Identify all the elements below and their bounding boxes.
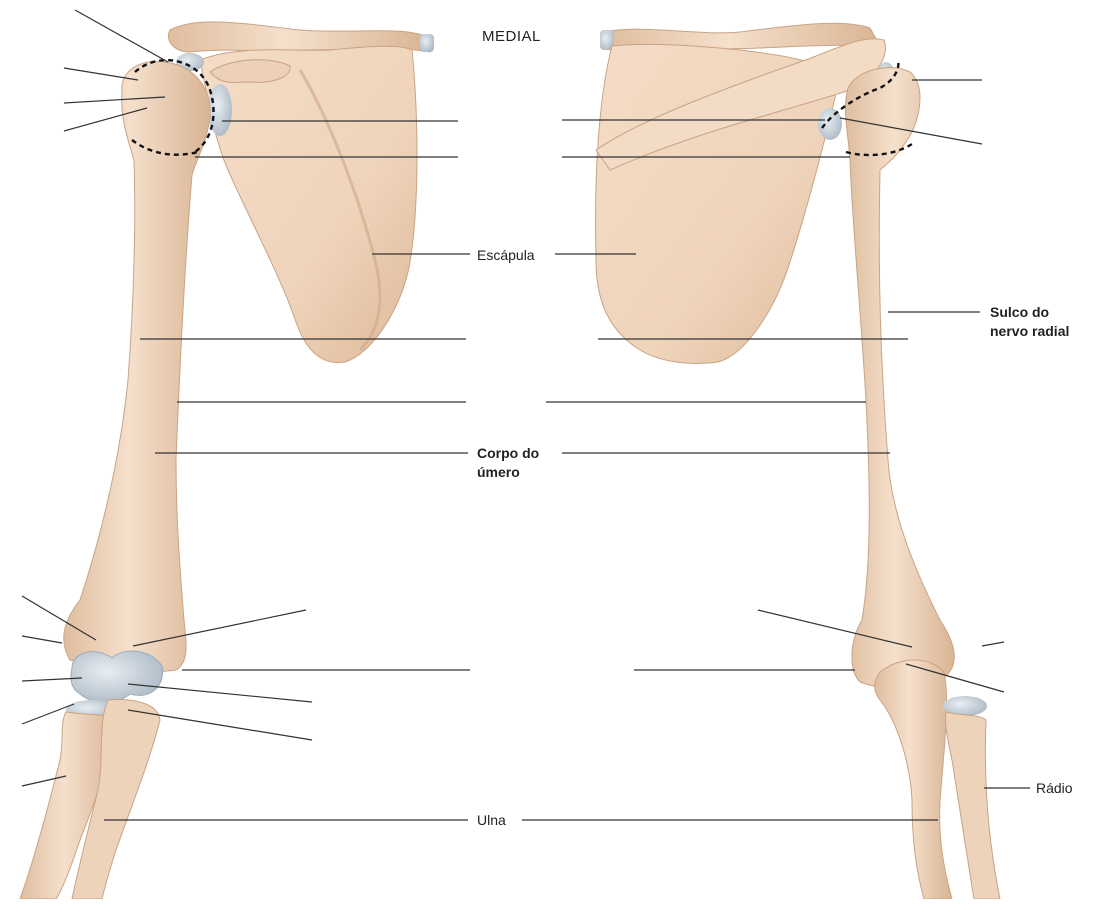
leader-line [22, 636, 62, 643]
label-medial: MEDIAL [482, 28, 541, 46]
scapula-left [200, 46, 417, 362]
humerus-right [845, 68, 954, 688]
label-corpo-umero-line1: Corpo do [477, 444, 539, 462]
radius-right [945, 712, 1000, 899]
humerus-left [64, 61, 210, 671]
label-radio: Rádio [1036, 779, 1073, 797]
leader-line [75, 10, 168, 62]
label-escapula: Escápula [477, 246, 535, 264]
label-ulna: Ulna [477, 811, 506, 829]
glenoid-cartilage-right [818, 108, 842, 140]
label-sulco-line2: nervo radial [990, 322, 1069, 340]
right-view [596, 23, 1000, 899]
leader-line [982, 642, 1004, 646]
left-view [20, 22, 434, 899]
label-sulco-line1: Sulco do [990, 303, 1049, 321]
ulna-right [875, 660, 952, 899]
elbow-cartilage-left [71, 651, 163, 702]
clavicle-cartilage-left [420, 34, 434, 52]
leader-line [128, 684, 312, 702]
label-corpo-umero-line2: úmero [477, 463, 520, 481]
